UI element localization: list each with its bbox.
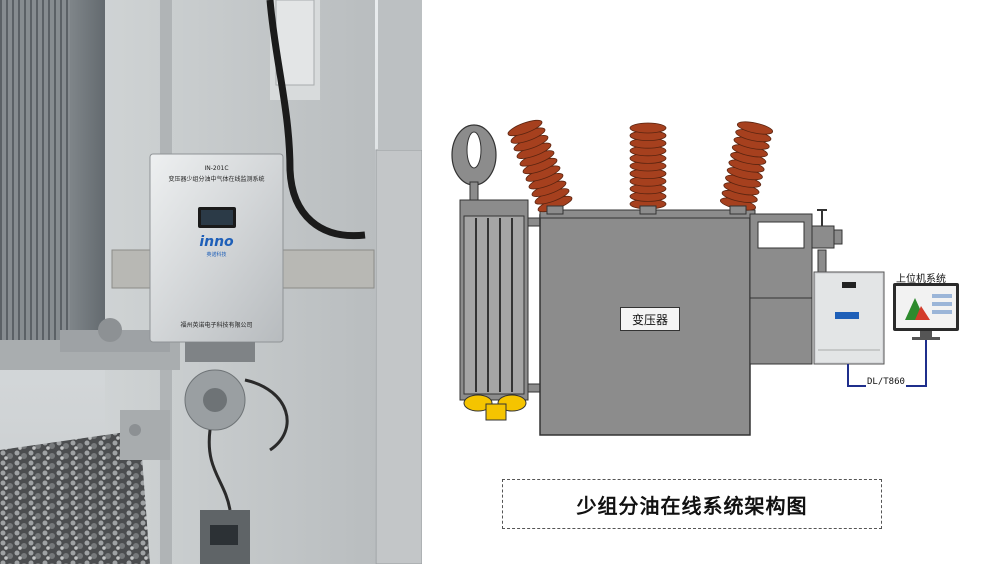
cabinet-company: 福州英诺电子科技有限公司 [180, 322, 253, 329]
host-computer [893, 283, 959, 340]
brand-logo: inno [199, 234, 234, 250]
insulator-shed [736, 121, 774, 135]
transformer-label: 变压器 [620, 307, 680, 331]
bushing-right [719, 121, 774, 215]
monitoring-unit [813, 271, 885, 365]
bushing-middle [629, 122, 667, 215]
terminal-box [749, 209, 843, 365]
bushing-left [507, 119, 573, 215]
bushing-flange [729, 205, 747, 215]
caption-text: 少组分油在线系统架构图 [576, 493, 808, 518]
insulator-shed [629, 122, 667, 134]
bushing-flange [546, 205, 564, 215]
transformer-tank [539, 214, 751, 436]
insulator-shed [507, 119, 543, 137]
cabinet-model: IN-201C [204, 165, 229, 172]
cabinet-title: 变压器少组分油中气体在线监测系统 [168, 176, 265, 183]
installation-photo: IN-201C 变压器少组分油中气体在线监测系统 inno 英诺科技 福州英诺电… [0, 0, 422, 564]
bushing-flange [639, 205, 657, 215]
protocol-label: DL/T860 [866, 377, 906, 387]
host-system-label: 上位机系统 [896, 274, 946, 285]
drain-valve-yellow [463, 394, 527, 421]
diagram-caption: 少组分油在线系统架构图 [502, 479, 882, 529]
photo-illustration [0, 0, 422, 564]
radiator [459, 199, 543, 401]
brand-subtitle: 英诺科技 [206, 252, 227, 258]
